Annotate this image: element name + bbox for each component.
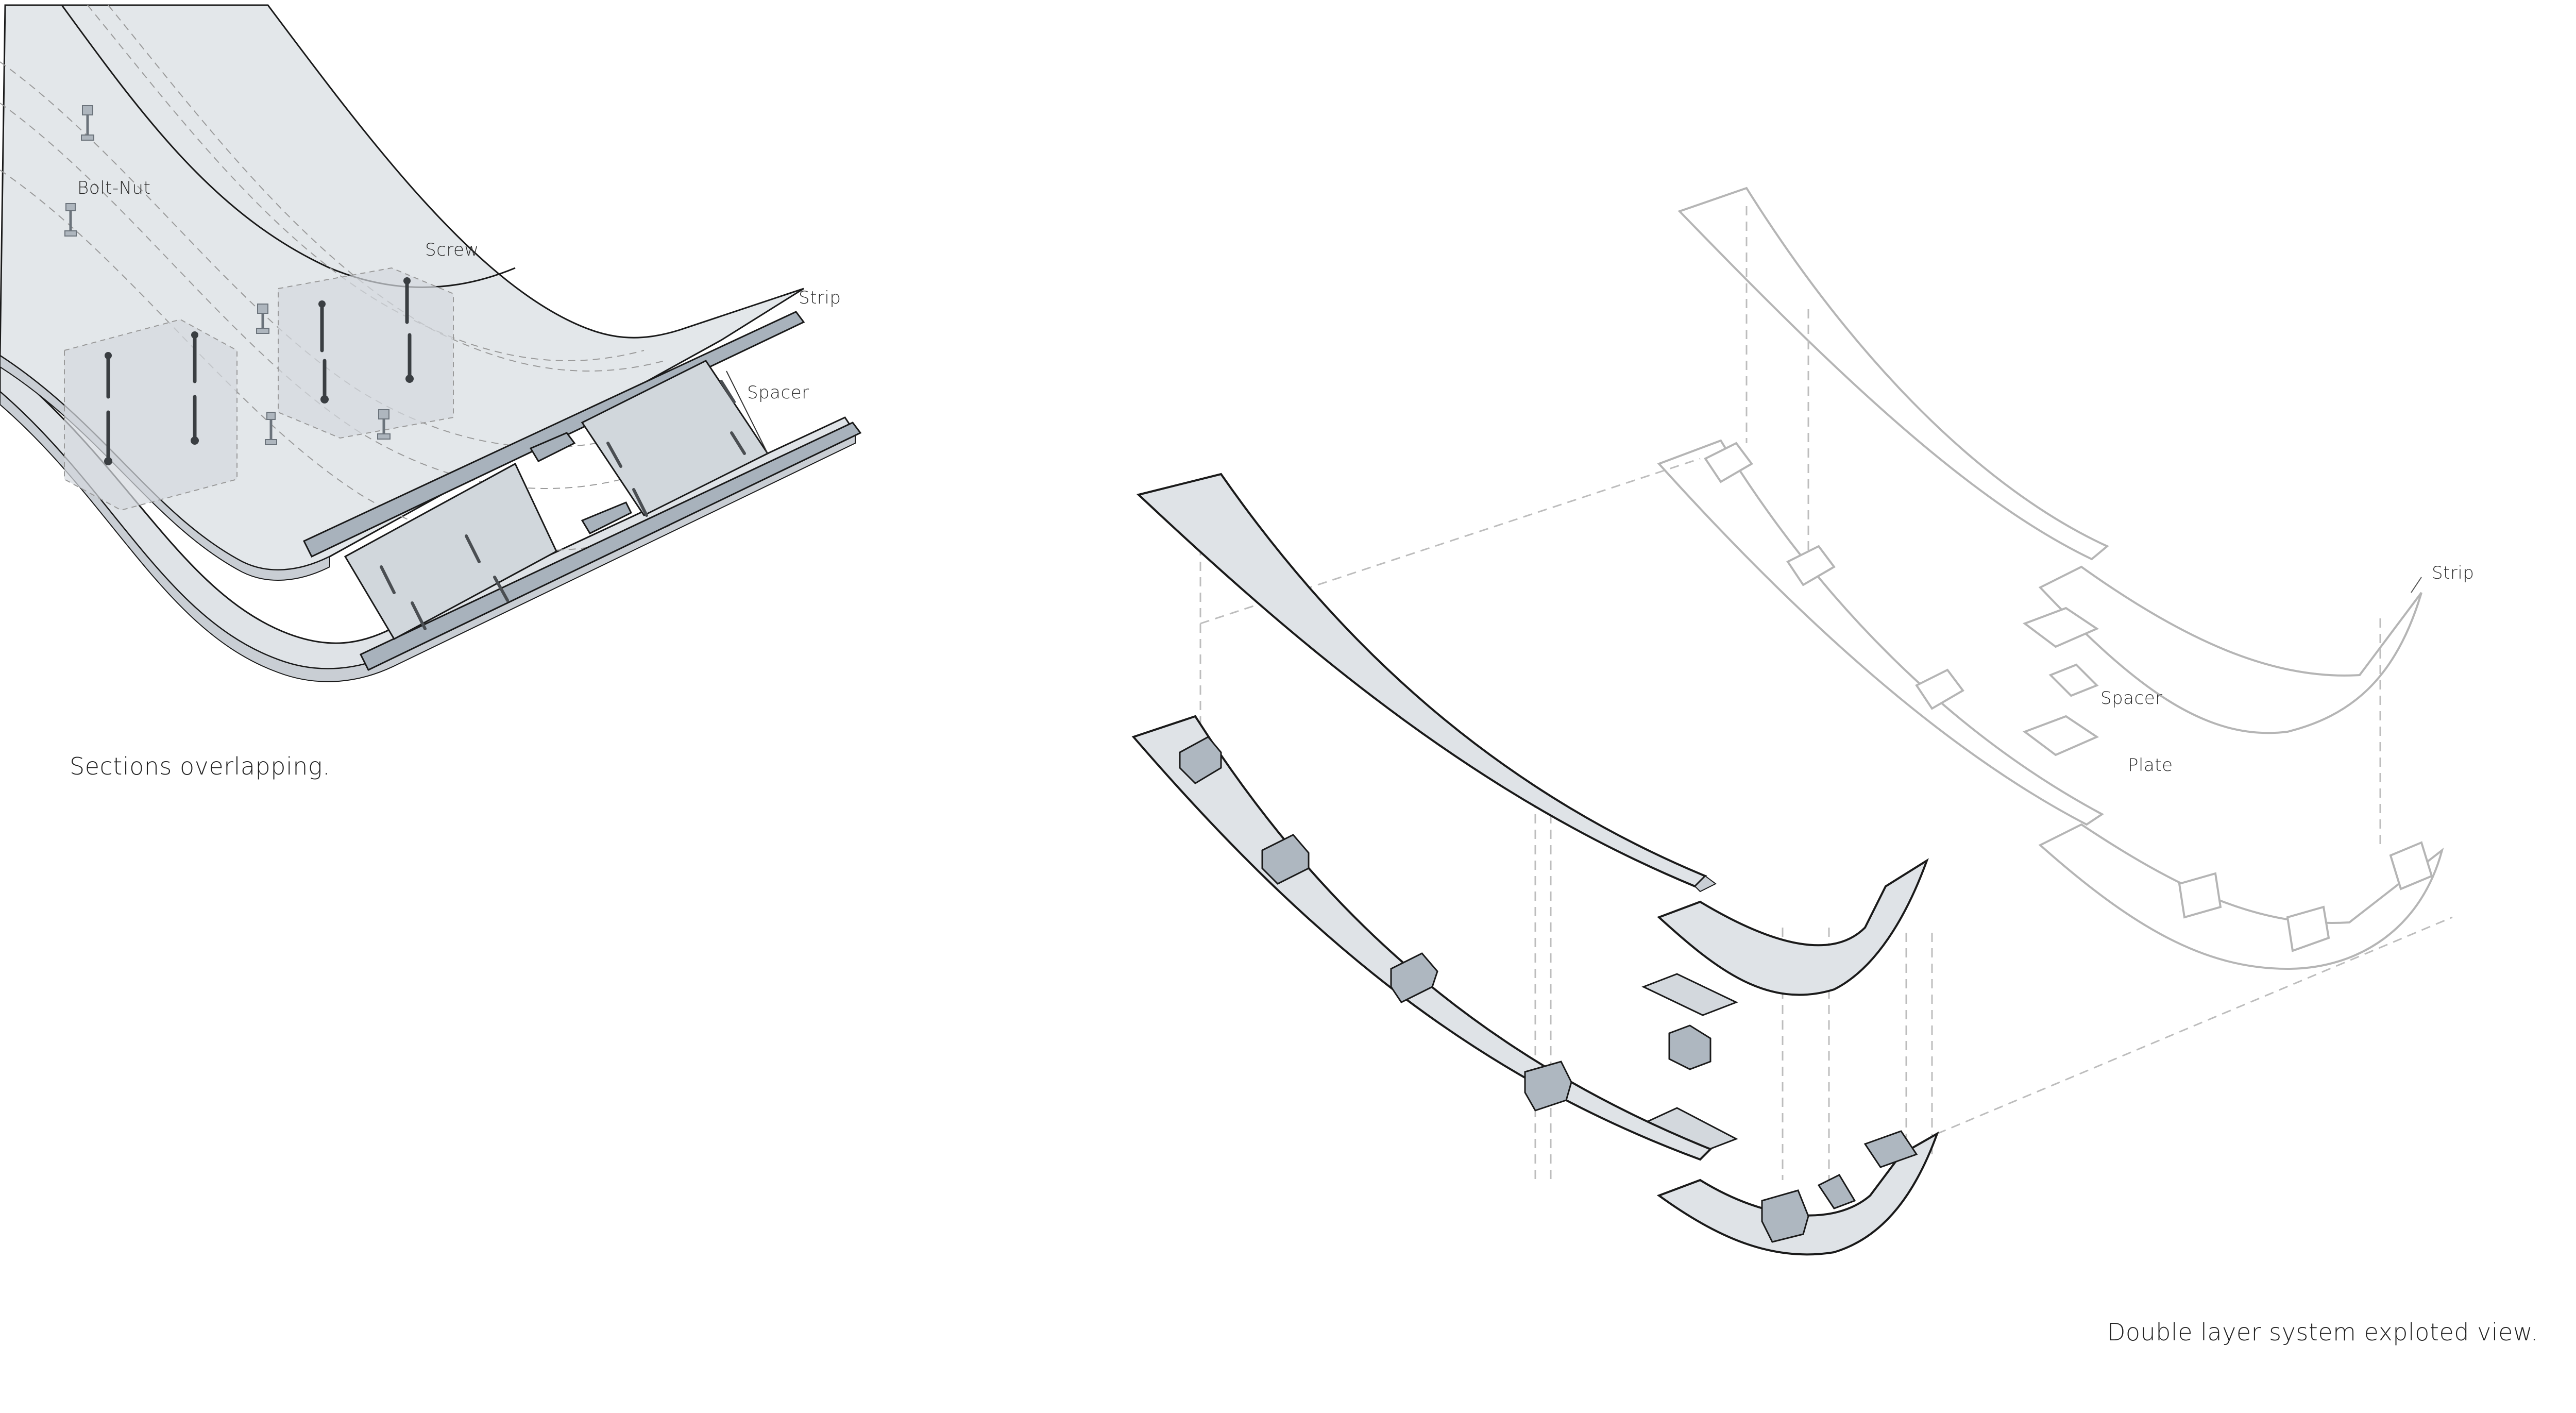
spacer-blocks <box>344 360 769 641</box>
spacer-screws <box>380 380 746 630</box>
label-leaders <box>726 371 768 454</box>
caption-exploded-view: Double layer system exploted view. <box>2107 1318 2538 1346</box>
strip-bars <box>302 311 862 671</box>
bolt-nut-icons <box>64 105 391 445</box>
label-screw: Screw <box>425 240 479 260</box>
top-curved-strip <box>1136 473 1717 893</box>
label-strip-exploded: Strip <box>2432 563 2475 583</box>
screw-icons <box>106 279 412 463</box>
caption-sections-overlapping: Sections overlapping. <box>70 752 331 780</box>
label-strip: Strip <box>799 288 841 308</box>
label-spacer: Spacer <box>747 382 809 403</box>
center-spacer-block <box>1668 1024 1711 1070</box>
label-plate-exploded: Plate <box>2128 755 2173 776</box>
screw-heads <box>104 277 414 465</box>
ghost-system <box>1657 187 2444 970</box>
bottom-curved-strip <box>1131 715 1713 1161</box>
strip-spacer-blocks <box>1179 736 1918 1243</box>
top-end-piece <box>1657 858 1929 996</box>
label-spacer-exploded: Spacer <box>2100 688 2163 709</box>
label-leaders-right <box>2411 577 2422 593</box>
label-bolt-nut: Bolt-Nut <box>77 178 151 198</box>
